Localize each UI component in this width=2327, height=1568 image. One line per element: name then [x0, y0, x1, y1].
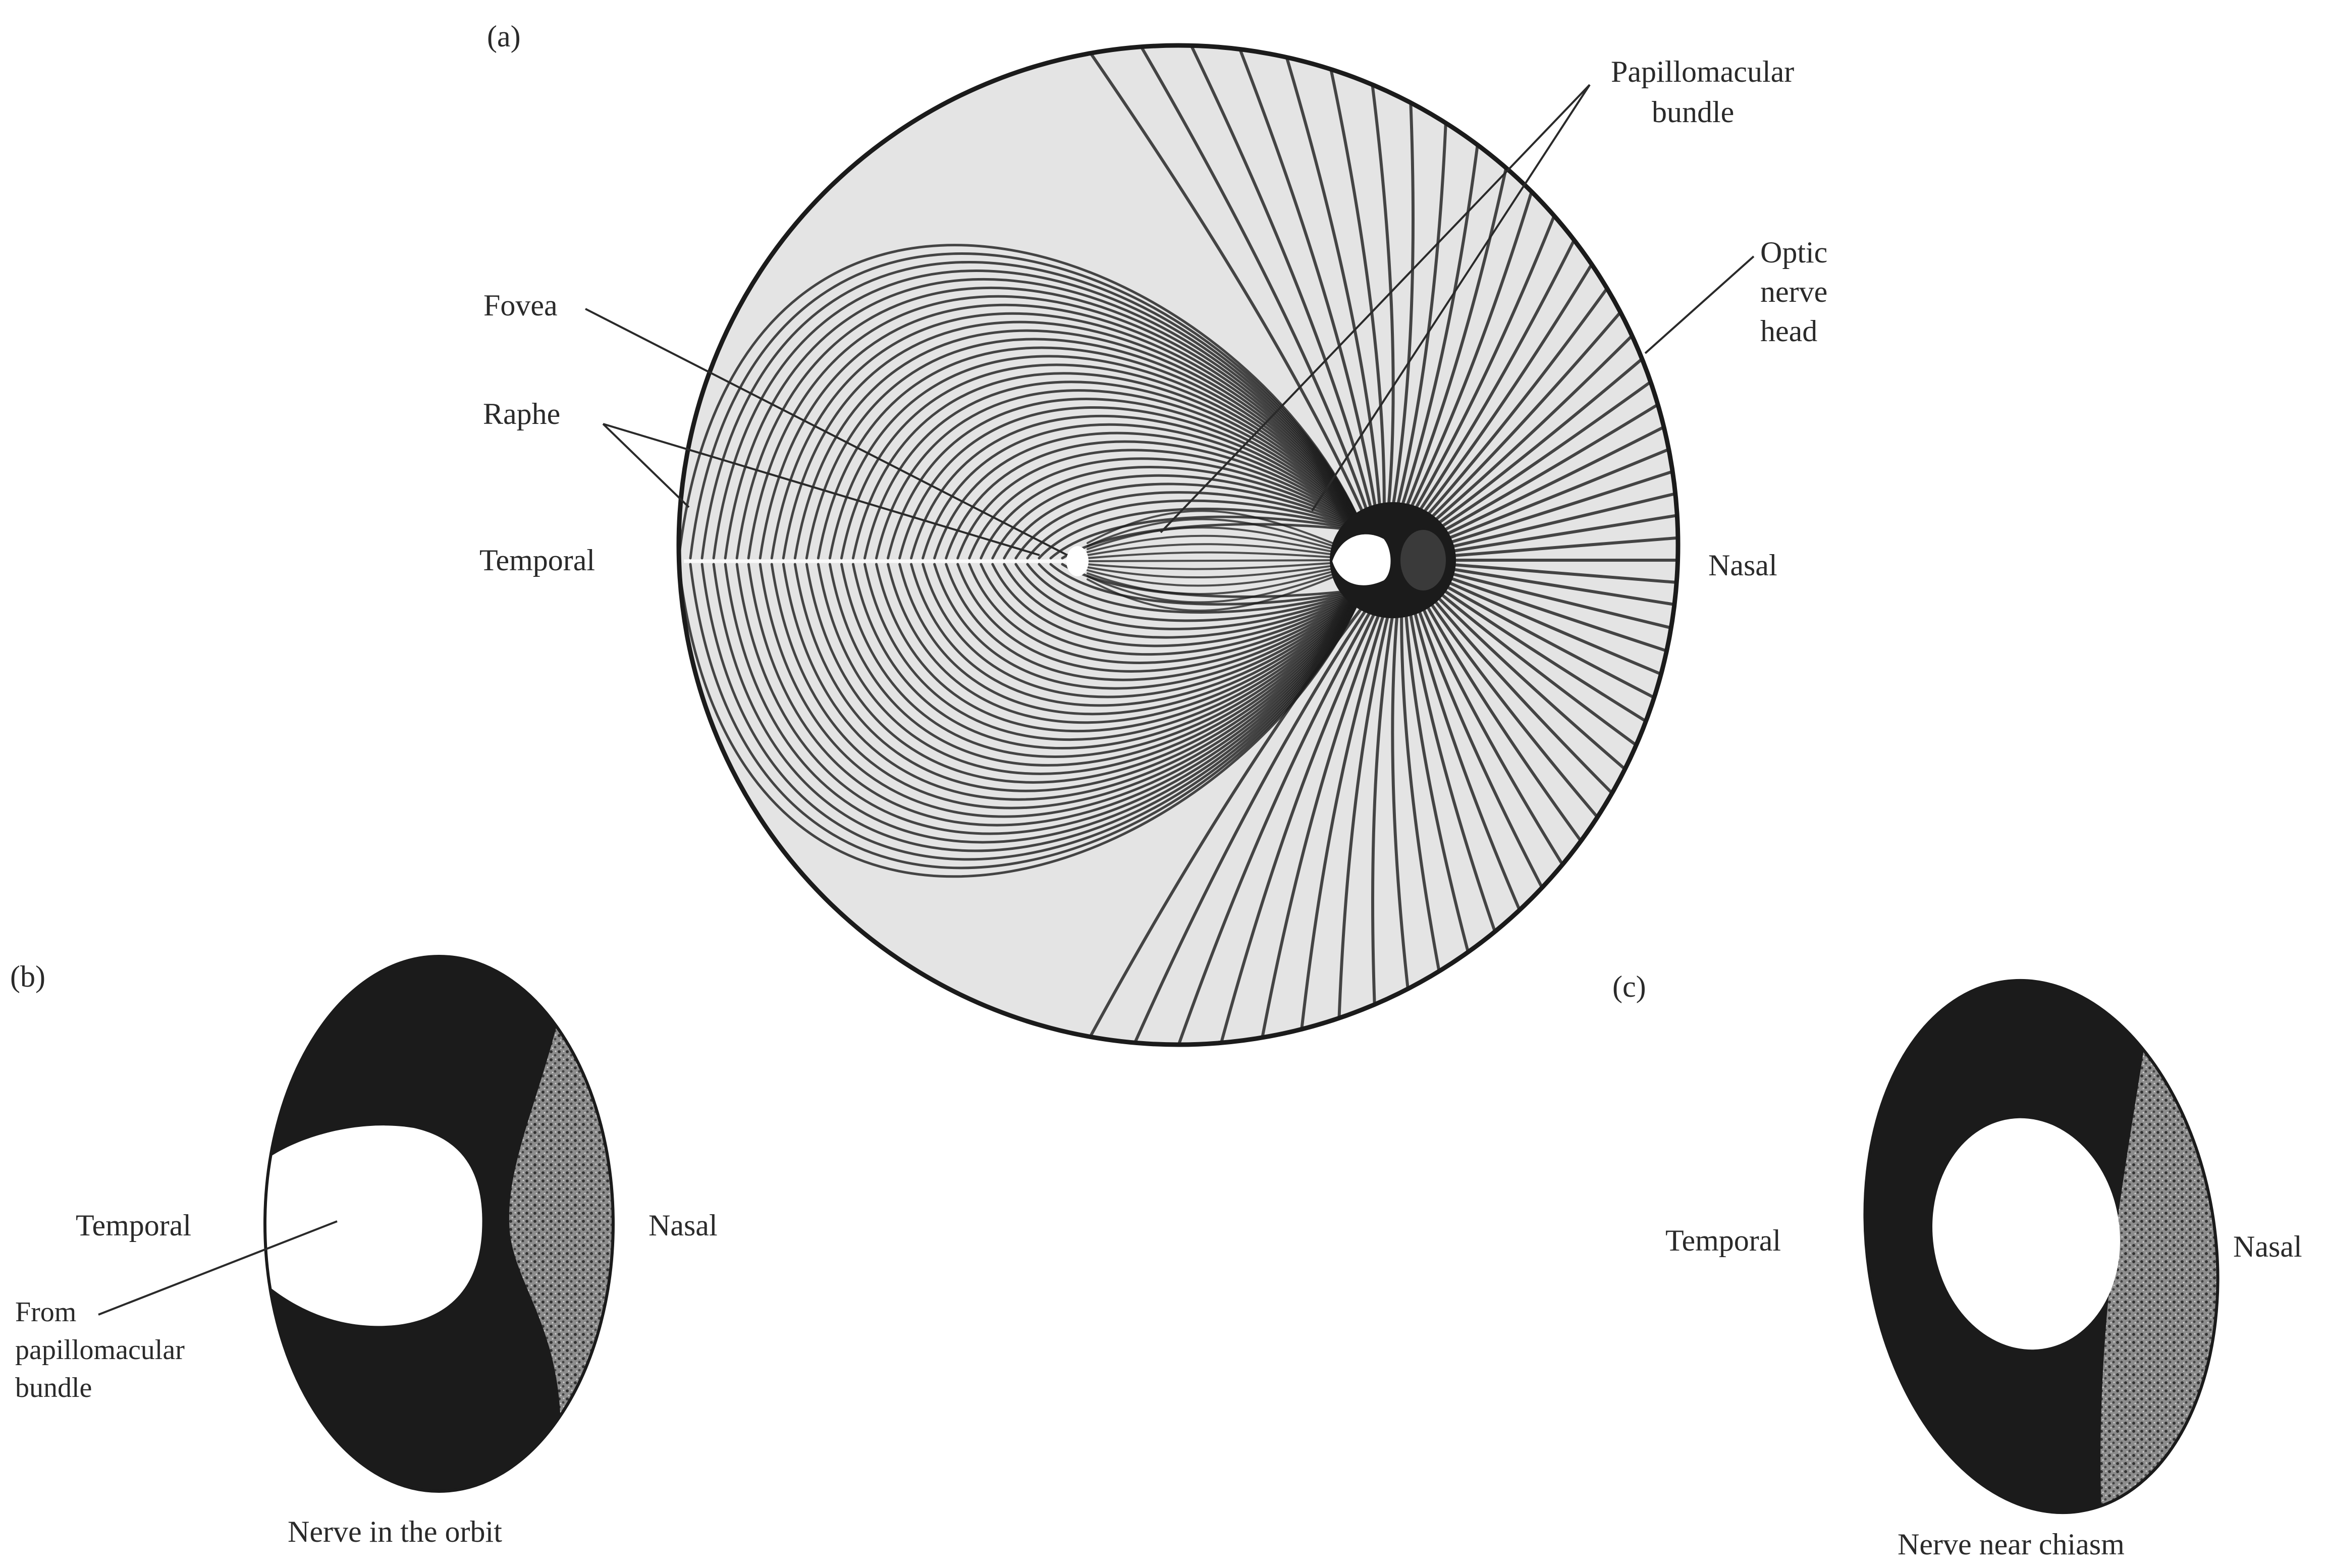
papillomacular-label-line2: bundle — [1652, 95, 1734, 129]
nasal-label-b: Nasal — [648, 1209, 718, 1242]
nasal-label-c: Nasal — [2233, 1230, 2302, 1263]
fovea-spot — [1066, 546, 1089, 576]
panel-c: (c) Temporal Nasal Nerve near chiasm — [1612, 957, 2302, 1561]
nasal-label-a: Nasal — [1708, 549, 1777, 582]
temporal-label-b: Temporal — [76, 1209, 191, 1242]
fovea-label: Fovea — [483, 289, 558, 322]
from-bundle-label-line3: bundle — [15, 1372, 92, 1403]
from-bundle-label-line1: From — [15, 1296, 76, 1328]
orbit-nerve-section — [252, 956, 636, 1491]
panel-c-label: (c) — [1612, 970, 1646, 1003]
caption-c: Nerve near chiasm — [1898, 1528, 2125, 1561]
optic-label-line2: nerve — [1760, 275, 1827, 308]
panel-b: (b) Temporal Nasal From papillomacular b… — [10, 956, 718, 1548]
temporal-label-c: Temporal — [1665, 1224, 1781, 1257]
optic-nerve-head-leader — [1645, 256, 1754, 353]
optic-nerve-head — [1330, 502, 1456, 618]
optic-label-line3: head — [1760, 314, 1817, 348]
papillomacular-area-b — [252, 1125, 482, 1326]
raphe-label: Raphe — [483, 397, 560, 430]
retina-disc — [679, 0, 2099, 1267]
temporal-label-a: Temporal — [479, 544, 595, 577]
panel-a-label: (a) — [487, 20, 521, 53]
from-bundle-label-line2: papillomacular — [15, 1334, 185, 1366]
papillomacular-label-line1: Papillomacular — [1611, 55, 1794, 88]
panel-a: (a) Fovea — [479, 0, 2099, 1267]
chiasm-nerve-section — [1832, 957, 2251, 1536]
optic-label-line1: Optic — [1760, 236, 1827, 269]
panel-b-label: (b) — [10, 960, 45, 993]
caption-b: Nerve in the orbit — [288, 1515, 502, 1548]
